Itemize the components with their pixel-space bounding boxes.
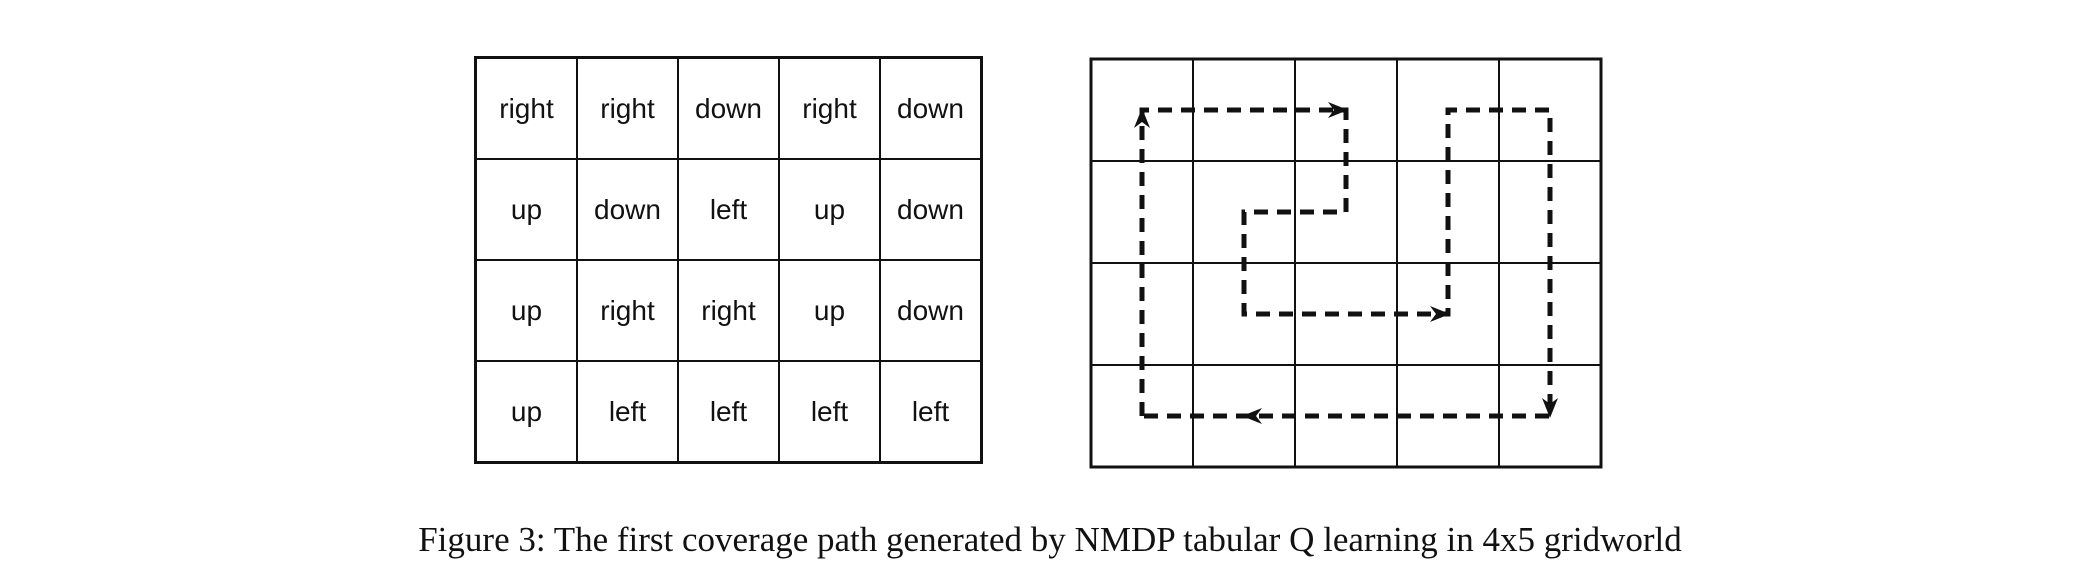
policy-cell: up: [778, 259, 881, 362]
policy-cell: right: [474, 56, 578, 160]
coverage-path-figure: [1089, 57, 1603, 469]
policy-cell: down: [576, 158, 679, 261]
policy-cell: right: [576, 56, 679, 160]
policy-cell: left: [778, 360, 881, 464]
policy-cell: left: [879, 360, 983, 464]
coverage-path: [1134, 102, 1558, 424]
policy-cell: left: [677, 158, 780, 261]
policy-cell: up: [778, 158, 881, 261]
policy-cell: right: [778, 56, 881, 160]
policy-cell: down: [879, 158, 983, 261]
policy-cell: up: [474, 259, 578, 362]
policy-cell: down: [677, 56, 780, 160]
policy-cell: right: [677, 259, 780, 362]
policy-cell: right: [576, 259, 679, 362]
policy-cell: left: [576, 360, 679, 464]
figure-caption: Figure 3: The first coverage path genera…: [418, 520, 1682, 559]
policy-cell: left: [677, 360, 780, 464]
policy-cell: up: [474, 158, 578, 261]
policy-cell: down: [879, 259, 983, 362]
policy-cell: down: [879, 56, 983, 160]
policy-cell: up: [474, 360, 578, 464]
gridworld-grid: [1089, 57, 1603, 469]
